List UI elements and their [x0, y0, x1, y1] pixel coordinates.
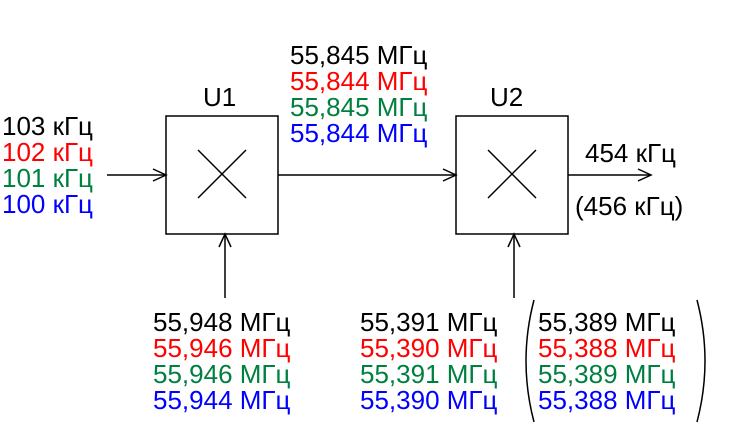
intermediate-frequency: 55,845 МГц: [290, 40, 427, 70]
intermediate-frequency: 55,844 МГц: [290, 66, 427, 96]
lo2-frequency: 55,390 МГц: [360, 333, 497, 363]
intermediate-frequency: 55,844 МГц: [290, 118, 427, 148]
lo2-alt-frequency: 55,389 МГц: [538, 359, 675, 389]
multiply-icon: [197, 149, 247, 199]
lo1-arrow: [218, 232, 232, 298]
left-paren-shape: [525, 299, 535, 423]
lo1-frequency: 55,946 МГц: [153, 333, 290, 363]
output-arrow: [568, 168, 653, 182]
input-frequency: 102 кГц: [2, 137, 93, 167]
lo2-arrow: [507, 232, 521, 298]
lo1-frequency: 55,946 МГц: [153, 359, 290, 389]
mixer-u1-label: U1: [203, 82, 236, 112]
input-frequency: 103 кГц: [2, 111, 93, 141]
lo1-frequency: 55,944 МГц: [153, 385, 290, 415]
multiply-icon: [487, 149, 537, 199]
intermediate-frequency: 55,845 МГц: [290, 92, 427, 122]
input-arrow: [107, 168, 168, 182]
lo1-frequency: 55,948 МГц: [153, 307, 290, 337]
lo2-frequency: 55,390 МГц: [360, 385, 497, 415]
output-frequency: 454 кГц: [585, 138, 676, 168]
lo2-frequency: 55,391 МГц: [360, 307, 497, 337]
intermediate-arrow: [278, 168, 458, 182]
input-frequency: 101 кГц: [2, 163, 93, 193]
output-frequency-alt: (456 кГц): [575, 191, 683, 221]
mixer-u2-label: U2: [490, 82, 523, 112]
lo2-frequency: 55,391 МГц: [360, 359, 497, 389]
lo2-alt-frequency: 55,388 МГц: [538, 385, 675, 415]
lo2-alt-frequency: 55,388 МГц: [538, 333, 675, 363]
input-frequency: 100 кГц: [2, 189, 93, 219]
right-paren-shape: [696, 299, 706, 423]
lo2-alt-frequency: 55,389 МГц: [538, 307, 675, 337]
